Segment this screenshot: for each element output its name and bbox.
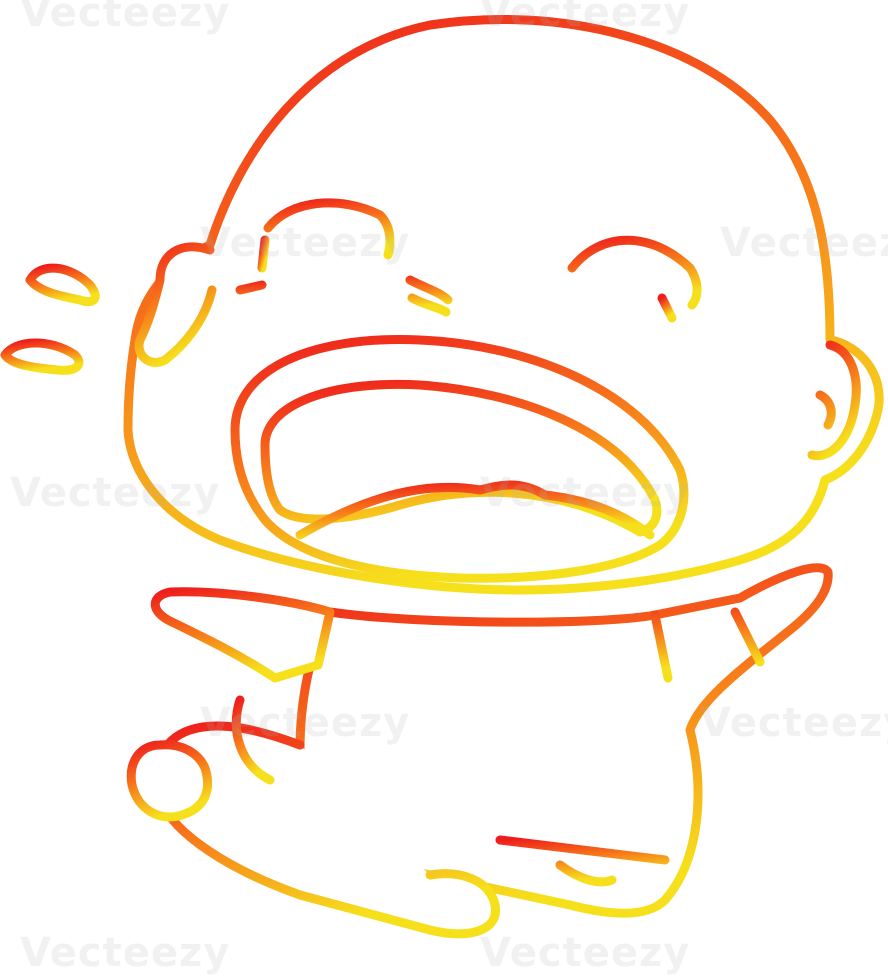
right-ear (807, 340, 861, 461)
leg (151, 721, 500, 939)
tear-drop-bottom (0, 338, 84, 375)
knee (231, 695, 275, 785)
left-eye (263, 198, 395, 260)
tongue (295, 480, 655, 540)
tear-drop-top (25, 263, 100, 307)
left-arm (150, 587, 335, 683)
left-ear (134, 242, 217, 367)
right-eye-lash (657, 293, 677, 323)
foot (126, 740, 213, 822)
right-eye (567, 235, 702, 310)
nose (235, 275, 453, 317)
onesie-crease (495, 835, 670, 887)
left-eye-lash (257, 235, 270, 273)
